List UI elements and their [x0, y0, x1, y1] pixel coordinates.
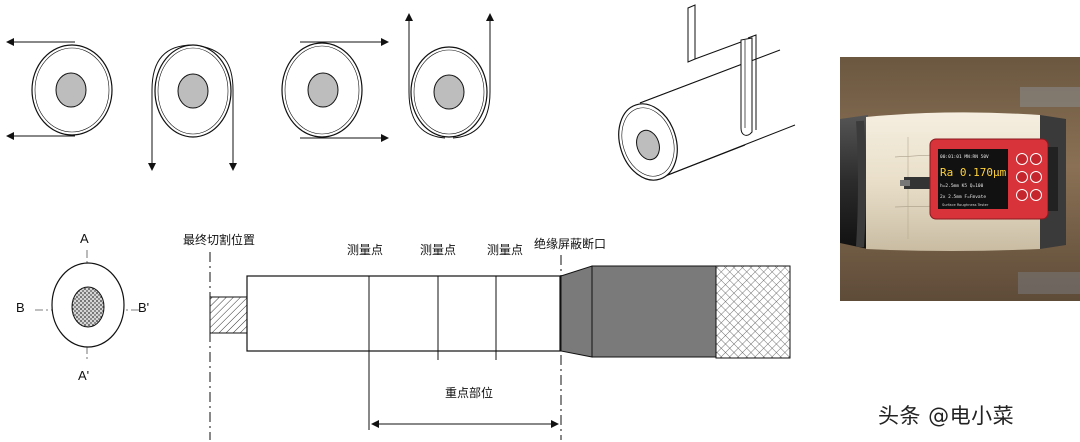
label-measure-point-3: 测量点 [487, 243, 523, 257]
cross-section-1 [6, 38, 113, 140]
label-key-area: 重点部位 [445, 385, 493, 400]
label-measure-point-2: 测量点 [420, 243, 456, 257]
watermark: 头条 @电小菜 [878, 404, 1015, 428]
core [55, 72, 87, 108]
screen-footer: Surface Roughness Tester [942, 203, 989, 207]
core [636, 129, 660, 161]
screen-reading: Ra 0.170μm [940, 166, 1007, 179]
cross-section-4 [405, 13, 494, 139]
label-a-prime: A' [78, 368, 89, 383]
label-b: B [16, 300, 25, 315]
insulation [246, 275, 561, 352]
cross-section-ab: A A' B B' [16, 231, 149, 383]
core [433, 74, 465, 110]
metal-sheath [715, 265, 791, 359]
tester-buttons [1016, 153, 1042, 201]
cross-section-2 [148, 44, 237, 171]
shield-taper [560, 265, 593, 358]
cable-profile: 最终切割位置 测量点 测量点 测量点 绝缘屏蔽断口 重点部位 [183, 232, 791, 440]
screen-line-3: 2x 2.5mm F=Fmvate [940, 194, 986, 200]
label-final-cut: 最终切割位置 [183, 232, 255, 247]
conductor-stub [209, 296, 249, 334]
label-a: A [80, 231, 89, 246]
label-shield-break: 绝缘屏蔽断口 [534, 236, 606, 251]
label-b-prime: B' [138, 300, 149, 315]
screen-header: 00:01:01 MN:RN 50V [940, 154, 989, 160]
stranded-core [71, 286, 105, 328]
core [307, 72, 339, 108]
roughness-tester-photo: 00:01:01 MN:RN 50V Ra 0.170μm h=2.5mm K5… [840, 57, 1080, 301]
outer-shield [591, 265, 717, 358]
screen-line-2: h=2.5mm K5 Q=100 [940, 183, 984, 189]
tester-screen [938, 149, 1008, 209]
cross-section-3 [281, 38, 389, 142]
label-measure-point-1: 测量点 [347, 243, 383, 257]
cable-3d-sketch [618, 4, 796, 181]
core [177, 73, 209, 109]
